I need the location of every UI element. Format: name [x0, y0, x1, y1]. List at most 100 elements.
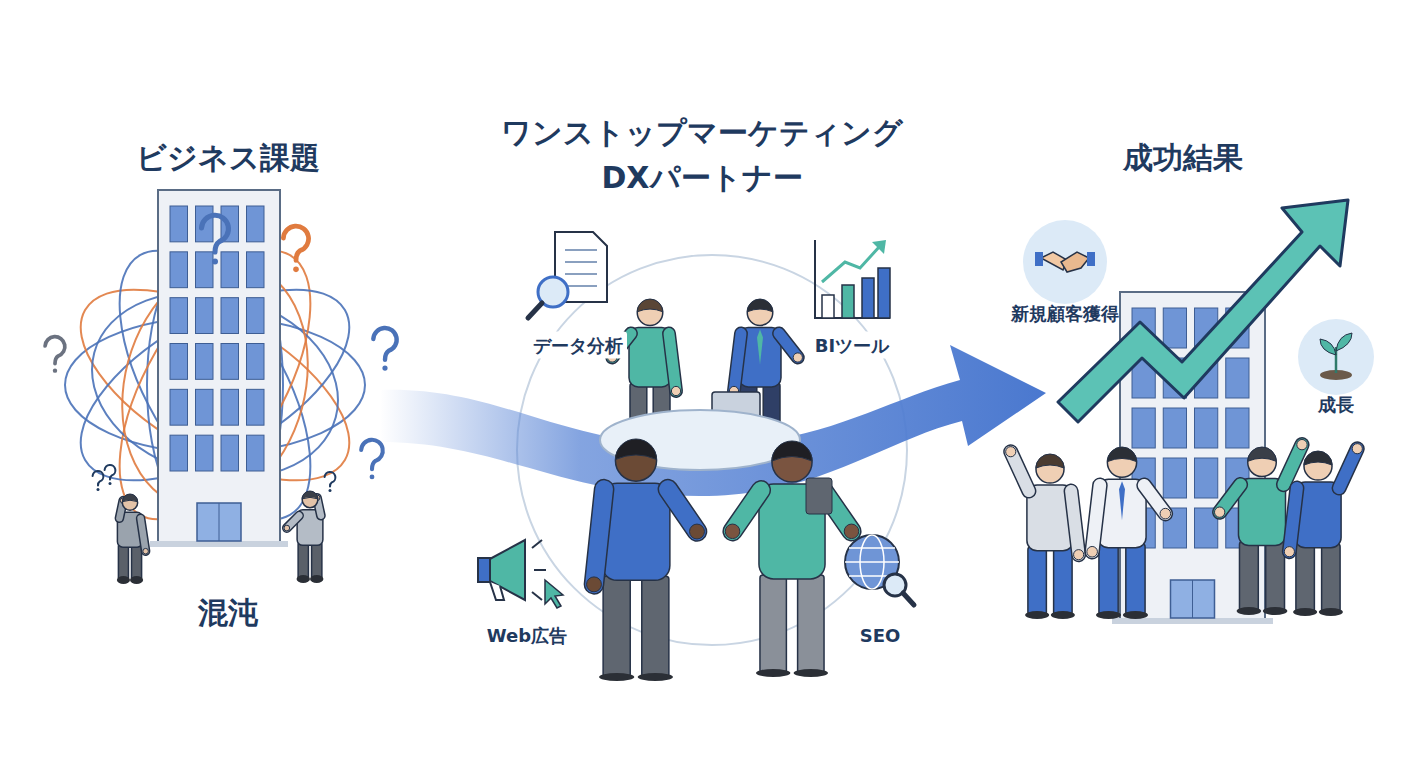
person-figure	[1214, 507, 1224, 517]
section-heading: 成功結果	[1119, 135, 1247, 180]
office-building	[158, 190, 280, 545]
data-analysis-icon	[528, 303, 542, 318]
person-figure	[747, 299, 773, 312]
office-building	[196, 298, 214, 334]
result-label: 新規顧客獲得	[1011, 302, 1119, 325]
person-figure	[284, 525, 290, 531]
office-building	[1226, 358, 1249, 398]
person-figure	[1107, 447, 1136, 462]
person-figure	[1006, 447, 1016, 457]
person-figure	[1036, 454, 1064, 468]
person-figure	[690, 524, 705, 539]
handshake-icon	[1061, 252, 1089, 272]
person-figure	[772, 441, 812, 461]
data-analysis-icon	[565, 273, 597, 275]
person-figure	[1119, 481, 1125, 520]
person-figure	[1339, 449, 1357, 488]
question-mark	[93, 471, 104, 491]
person-figure	[297, 575, 310, 583]
question-mark	[202, 215, 229, 264]
person-figure	[798, 575, 824, 673]
megaphone-icon	[534, 569, 546, 571]
office-building	[1195, 408, 1218, 448]
data-analysis-icon	[565, 261, 597, 263]
person-figure	[1319, 608, 1343, 616]
section-heading: ビジネス課題	[132, 135, 324, 180]
plant-icon	[1320, 333, 1352, 380]
service-label: Web広告	[483, 622, 571, 649]
person-figure	[1296, 544, 1314, 612]
person-figure	[1304, 452, 1332, 480]
office-building	[221, 435, 239, 471]
question-mark	[105, 465, 116, 480]
question-mark	[361, 440, 383, 469]
megaphone-icon	[532, 540, 542, 548]
person-figure	[747, 300, 773, 326]
office-building	[221, 344, 239, 380]
person-figure	[1096, 611, 1121, 619]
office-building	[196, 389, 214, 425]
question-mark	[382, 366, 387, 371]
question-mark	[370, 474, 375, 479]
person-figure	[669, 334, 676, 392]
person-figure	[1092, 485, 1100, 552]
person-figure	[1071, 491, 1079, 555]
person-figure	[1266, 541, 1285, 611]
office-building	[247, 252, 265, 288]
office-building	[150, 541, 288, 547]
person-figure	[1071, 491, 1079, 555]
person-figure	[132, 543, 142, 580]
person-figure	[143, 548, 149, 554]
question-mark	[105, 465, 116, 485]
office-building	[1226, 408, 1249, 448]
question-mark	[109, 482, 112, 485]
megaphone-icon	[490, 582, 504, 600]
person-figure	[734, 334, 741, 392]
person-figure	[1289, 488, 1297, 552]
service-label: SEO	[856, 622, 905, 649]
flow-arrow	[380, 345, 1046, 496]
bi-chart-icon	[815, 240, 890, 318]
office-building	[221, 252, 239, 288]
office-building	[247, 206, 265, 242]
office-building	[170, 389, 188, 425]
handshake-icon	[1087, 252, 1095, 266]
question-mark	[212, 259, 218, 265]
bi-chart-icon	[842, 285, 854, 318]
person-figure	[638, 673, 673, 681]
person-figure	[310, 575, 323, 583]
person-figure	[122, 494, 137, 502]
office-building	[170, 344, 188, 380]
question-mark	[325, 472, 336, 487]
person-figure	[1011, 452, 1029, 491]
office-building	[196, 252, 214, 288]
service-label: BIツール	[811, 332, 893, 359]
person-figure	[302, 492, 318, 508]
person-figure	[844, 524, 859, 539]
office-building	[196, 435, 214, 471]
office-building	[219, 503, 220, 541]
person-figure	[1297, 439, 1307, 449]
person-figure	[1054, 547, 1072, 615]
person-figure	[1284, 547, 1294, 557]
person-figure	[603, 576, 630, 677]
office-building	[1171, 580, 1215, 618]
office-building	[1195, 458, 1218, 498]
partner-illustration	[380, 232, 1046, 681]
person-figure	[1006, 447, 1084, 619]
person-figure	[298, 541, 308, 579]
megaphone-icon	[488, 540, 525, 600]
state-label: 混沌	[194, 590, 262, 635]
person-figure	[1237, 607, 1261, 615]
person-figure	[725, 441, 858, 677]
office-building	[1163, 308, 1186, 348]
office-building	[247, 435, 265, 471]
person-figure	[141, 518, 146, 551]
person-figure	[1248, 447, 1277, 461]
person-figure	[1025, 611, 1049, 619]
question-mark	[45, 337, 65, 364]
question-mark	[97, 488, 100, 491]
handshake-icon	[1035, 252, 1043, 266]
person-figure	[756, 669, 790, 677]
